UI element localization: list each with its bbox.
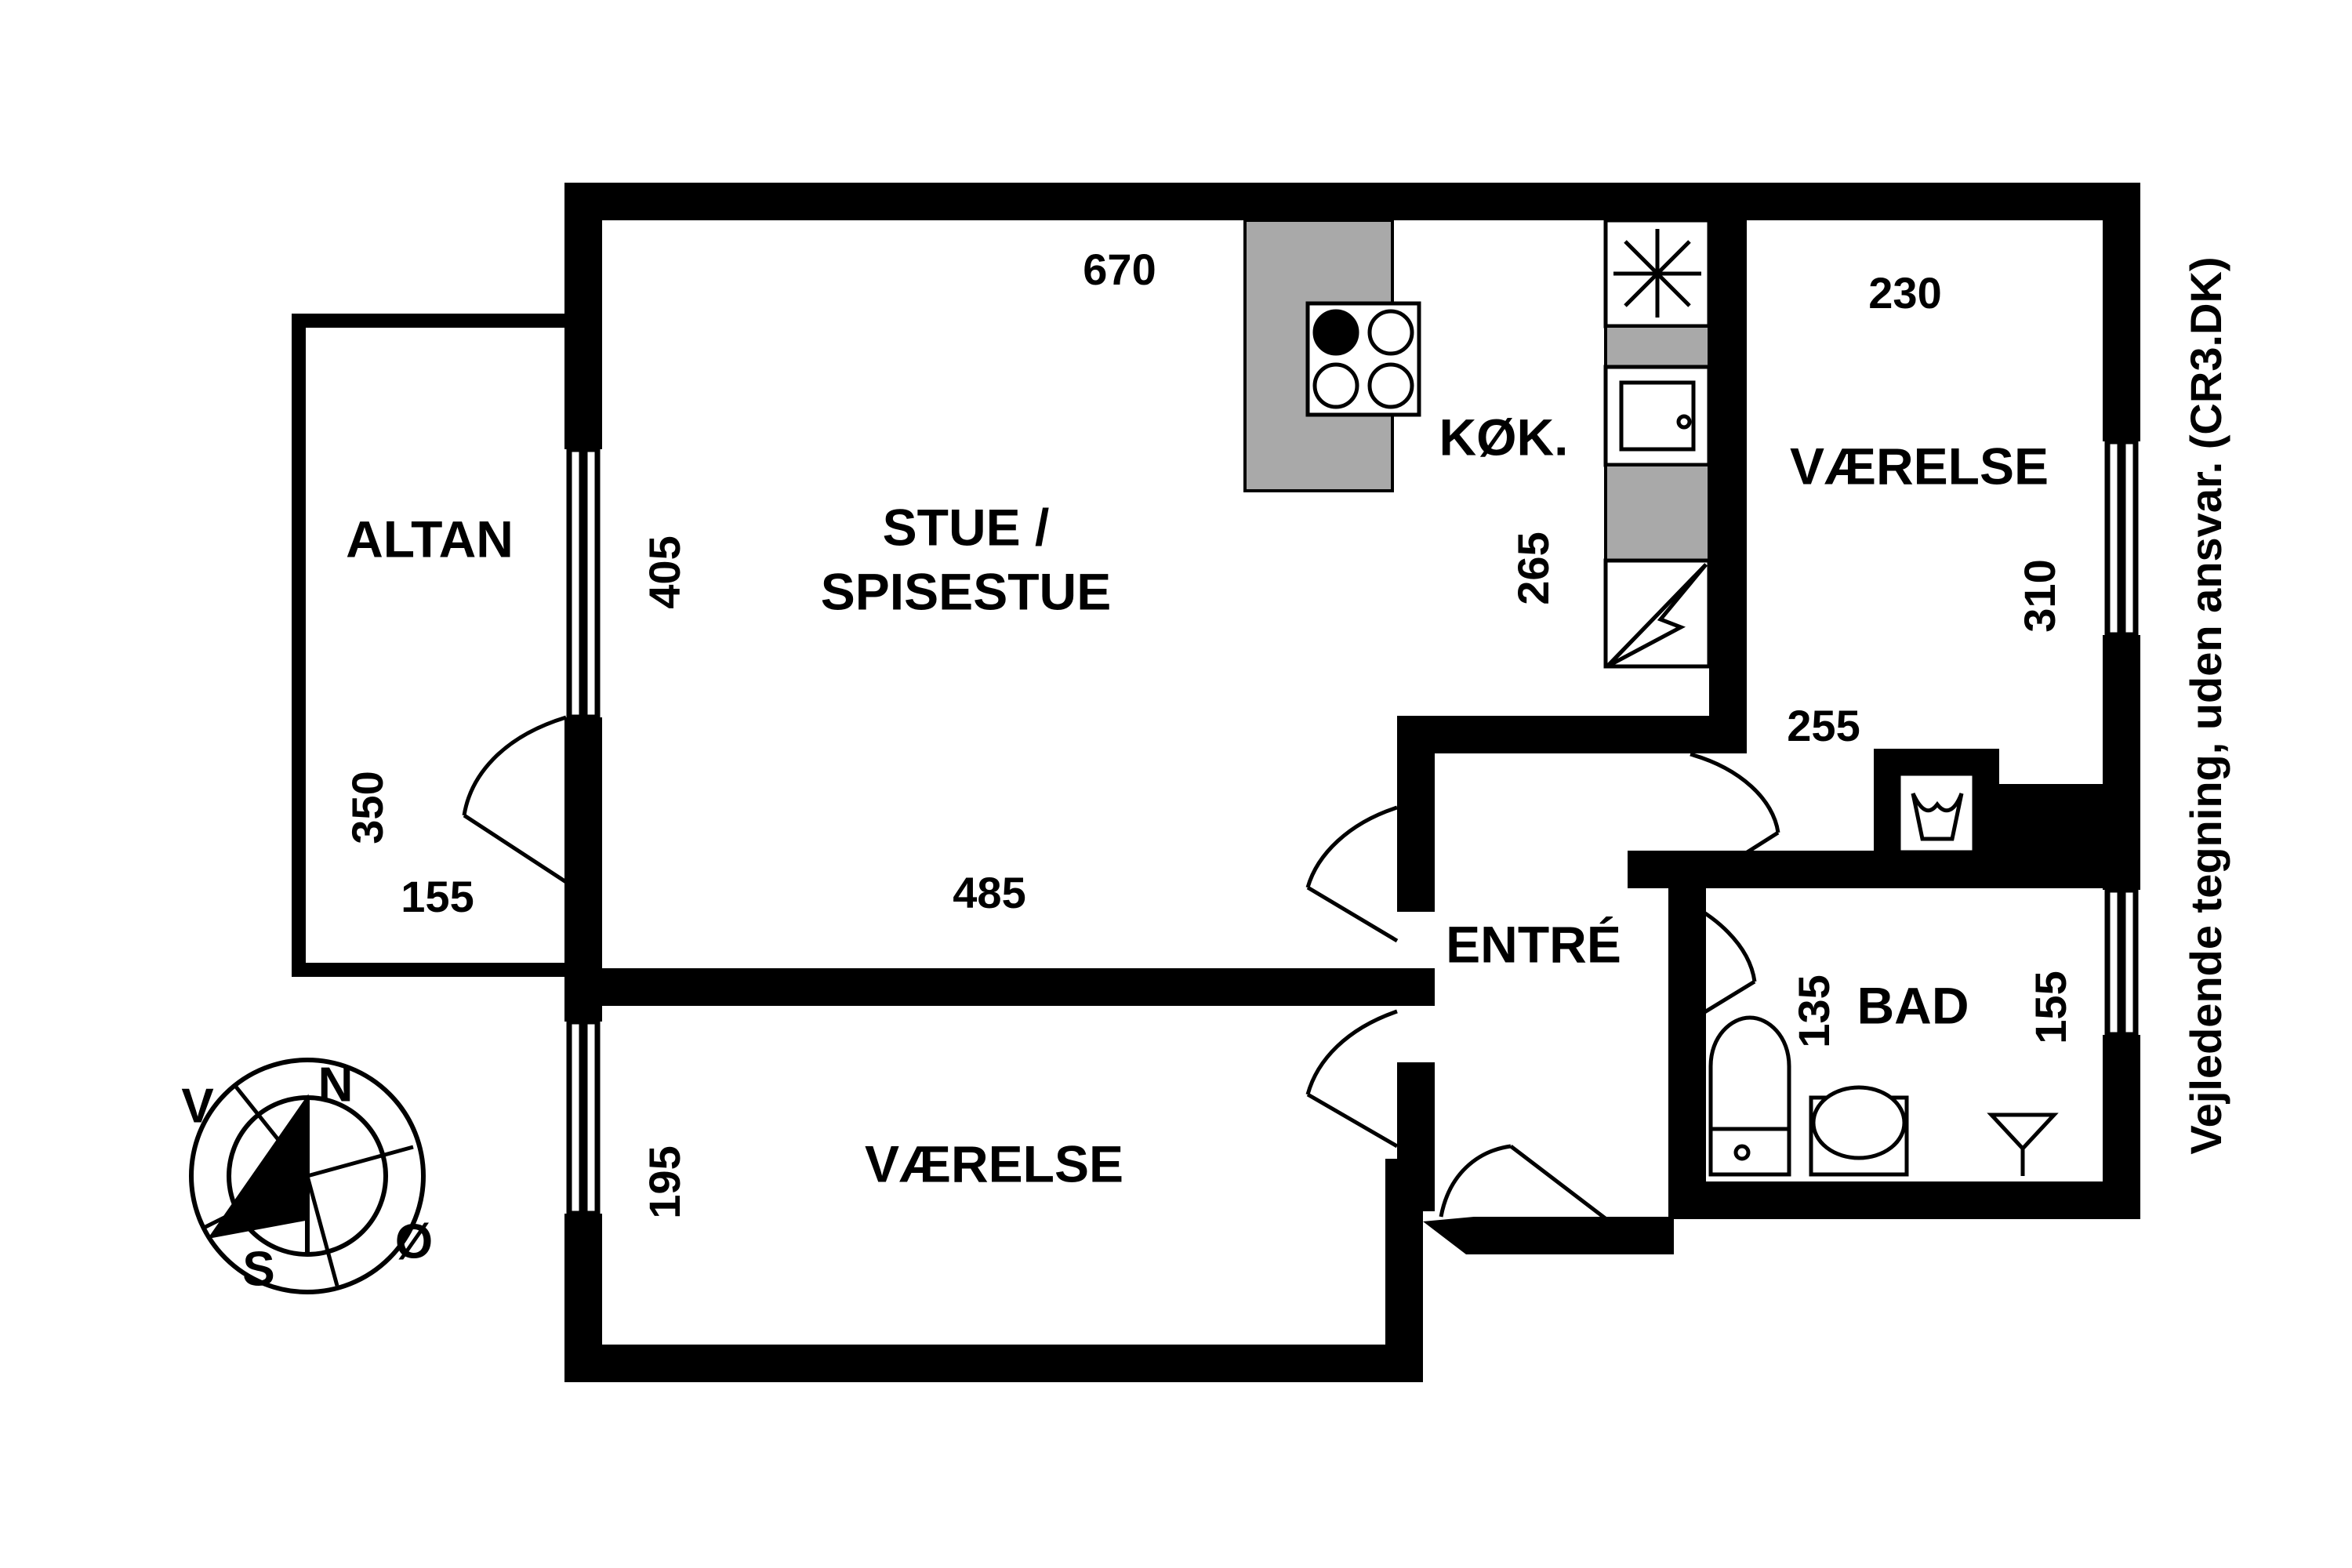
room-label-entre: ENTRÉ: [1446, 915, 1621, 973]
compass-label-south: S: [242, 1242, 274, 1296]
room-label-vaerelse-top: VÆRELSE: [1790, 437, 2049, 495]
room-label-stue-line1: STUE /: [883, 498, 1050, 556]
room-label-kokken: KØK.: [1439, 408, 1569, 466]
door-swing-entrance: [1439, 1144, 1618, 1229]
dimension-entre-width: 255: [1787, 701, 1860, 750]
door-swing-bedroom-lower: [1305, 1009, 1399, 1149]
window-bathroom: [2104, 887, 2139, 1038]
compass-rose: N Ø S V: [181, 1058, 433, 1296]
dimension-vaerelse-top-height: 310: [2015, 559, 2064, 632]
window-bedroom-lower: [566, 1018, 601, 1217]
cooktop-icon: [1305, 301, 1421, 417]
room-label-bad: BAD: [1857, 976, 1969, 1034]
interior-walls: [564, 220, 2140, 1254]
room-label-vaerelse-bottom: VÆRELSE: [865, 1134, 1123, 1192]
compass-label-north: N: [318, 1058, 354, 1112]
dimension-stue-height: 405: [640, 535, 689, 608]
room-label-altan: ALTAN: [346, 510, 514, 568]
door-swing-balcony: [462, 715, 568, 884]
wash-basin-icon: [1809, 1085, 1909, 1177]
balcony-outline: [292, 314, 596, 977]
ventilation-fan-icon: [1613, 229, 1701, 318]
dimension-altan-height: 350: [343, 771, 392, 844]
window-bedroom-upper: [2104, 438, 2139, 638]
window-balcony-door: [566, 446, 601, 720]
dimension-kokken-height: 265: [1508, 532, 1558, 604]
dimension-altan-width: 155: [401, 872, 474, 921]
toilet-icon: [1708, 1015, 1791, 1177]
room-label-stue-line2: SPISESTUE: [821, 562, 1111, 620]
kitchen-sink-icon: [1619, 380, 1696, 452]
door-swing-kitchen: [1689, 752, 1780, 891]
compass-label-east: Ø: [395, 1214, 433, 1269]
door-swing-bathroom: [1668, 893, 1757, 1036]
compass-label-west: V: [181, 1079, 213, 1133]
dimension-bad-width: 135: [1789, 975, 1838, 1047]
shower-drain-icon: [1987, 1112, 2059, 1176]
dimension-vaerelse-top-width: 230: [1868, 268, 1941, 318]
door-swing-stue: [1305, 805, 1399, 943]
kitchen-column-strip: [1603, 218, 1711, 669]
electrical-panel-icon: [1606, 563, 1708, 669]
dimension-stue-width: 670: [1083, 245, 1156, 294]
washing-machine-icon: [1896, 771, 1976, 855]
dimension-stue-lower-width: 485: [953, 868, 1025, 917]
dimension-bad-height: 155: [2026, 971, 2075, 1044]
disclaimer-text: Vejledende tegning, uden ansvar. (CR3.DK…: [2181, 256, 2230, 1154]
dimension-vaerelse-bottom-height: 195: [640, 1145, 689, 1218]
